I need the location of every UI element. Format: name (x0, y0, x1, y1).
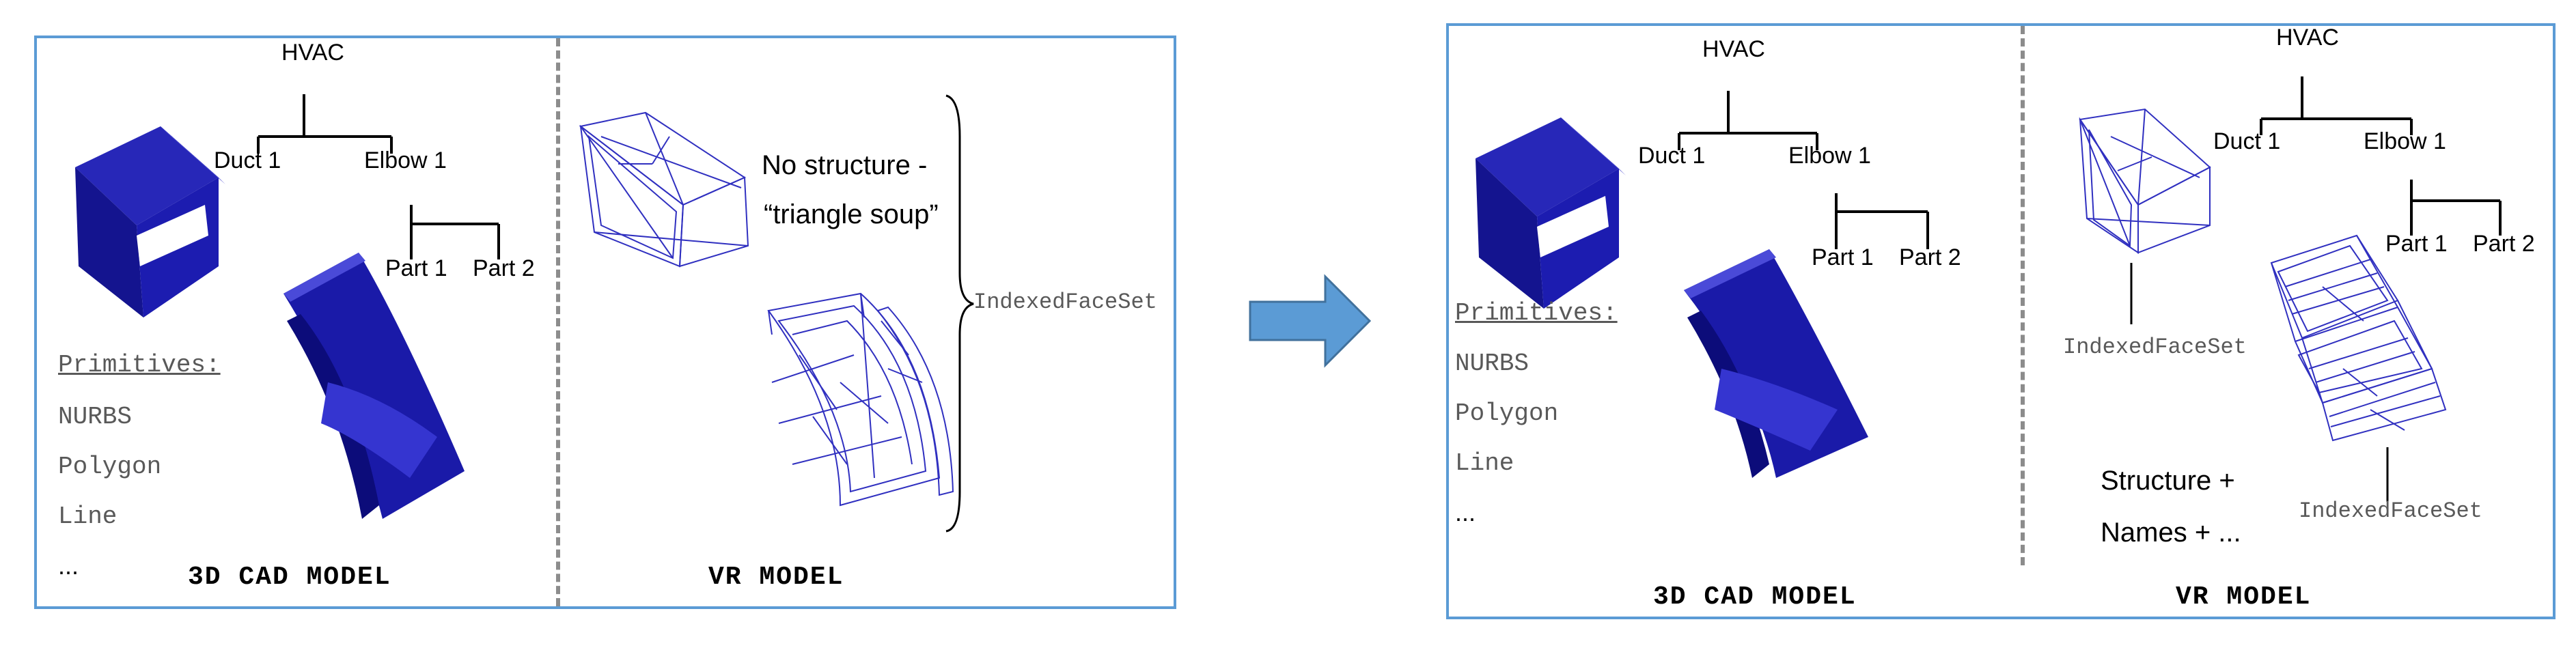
right-elbow-wireframe (2270, 234, 2447, 442)
right-panel (1446, 23, 2556, 619)
right-primitive-more: ... (1455, 498, 1476, 526)
right-primitive-polygon: Polygon (1455, 399, 1559, 427)
left-primitive-polygon: Polygon (58, 453, 162, 481)
left-duct-wireframe (579, 111, 749, 268)
left-curly-brace (945, 94, 974, 533)
right-duct-solid-model (1476, 117, 1626, 309)
left-panel-divider (556, 38, 560, 606)
right-cad-tree-subchild-part1: Part 1 (1812, 244, 1874, 270)
left-tree-child-elbow: Elbow 1 (364, 147, 447, 173)
left-primitives-heading: Primitives: (58, 351, 221, 379)
right-cad-tree-child-duct: Duct 1 (1638, 143, 1706, 169)
left-elbow-solid-model (283, 253, 465, 519)
left-cad-tree-lines (257, 94, 500, 259)
right-ifs-label-elbow: IndexedFaceSet (2299, 498, 2482, 524)
left-primitive-line: Line (58, 503, 117, 531)
right-cad-tree-root-label: HVAC (1702, 36, 1765, 62)
right-duct-wireframe (2079, 108, 2211, 254)
right-vr-footer: VR MODEL (2176, 582, 2312, 612)
right-vr-tree-child-duct: Duct 1 (2213, 128, 2281, 154)
left-tree-child-duct: Duct 1 (214, 147, 281, 173)
left-vr-footer: VR MODEL (708, 563, 844, 592)
right-ifs-label-duct: IndexedFaceSet (2063, 335, 2247, 360)
left-note-line2: “triangle soup” (764, 199, 939, 229)
transform-arrow (1249, 274, 1372, 368)
right-cad-tree-child-elbow: Elbow 1 (1788, 143, 1871, 169)
left-tree-root-label: HVAC (281, 40, 344, 66)
left-ifs-label: IndexedFaceSet (973, 289, 1157, 315)
right-vr-tree-root-label: HVAC (2276, 25, 2339, 51)
left-tree-subchild-part1: Part 1 (385, 255, 447, 281)
left-duct-solid-model (75, 126, 225, 317)
right-cad-tree-subchild-part2: Part 2 (1899, 244, 1961, 270)
left-primitive-more: ... (58, 552, 79, 580)
right-vr-tree-subchild-part2: Part 2 (2473, 231, 2535, 257)
right-panel-divider (2021, 26, 2025, 565)
left-primitive-nurbs: NURBS (58, 403, 133, 431)
right-note-line2: Names + ... (2101, 518, 2241, 548)
right-elbow-solid-model (1684, 249, 1868, 478)
right-vr-tree-child-elbow: Elbow 1 (2364, 128, 2446, 154)
right-primitive-nurbs: NURBS (1455, 350, 1529, 378)
left-panel (34, 36, 1176, 609)
right-primitive-line: Line (1455, 449, 1514, 477)
left-elbow-wireframe (767, 292, 954, 507)
right-note-line1: Structure + (2101, 466, 2235, 496)
right-cad-footer: 3D CAD MODEL (1653, 582, 1857, 612)
right-vr-tree-lines (2260, 76, 2502, 236)
left-cad-footer: 3D CAD MODEL (188, 563, 391, 592)
left-tree-subchild-part2: Part 2 (473, 255, 535, 281)
left-note-line1: No structure - (762, 150, 928, 180)
right-cad-tree-lines (1678, 91, 1929, 249)
right-vr-tree-subchild-part1: Part 1 (2385, 231, 2448, 257)
right-primitives-heading: Primitives: (1455, 299, 1618, 327)
